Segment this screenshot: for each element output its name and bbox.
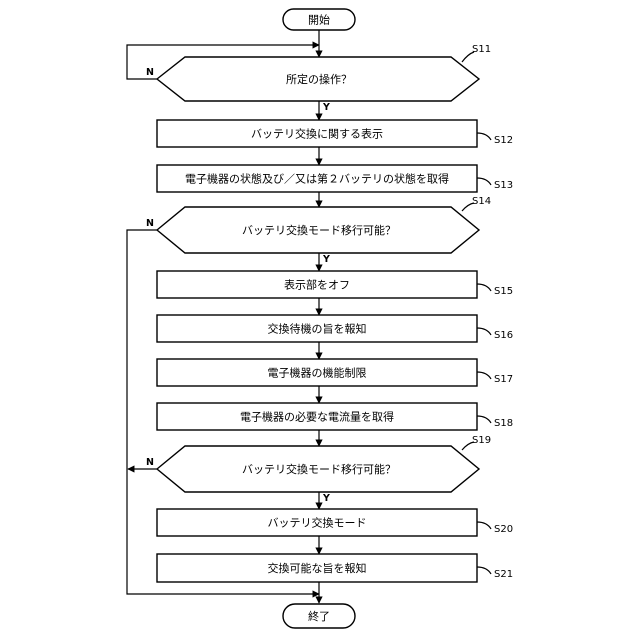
process-s17-label: 電子機器の機能制限 <box>268 366 367 380</box>
decision-s11-label: 所定の操作？ <box>286 72 352 86</box>
s17-leader <box>477 372 491 379</box>
start-label: 開始 <box>308 13 330 27</box>
step-s16: S16 <box>494 330 513 341</box>
step-s21: S21 <box>494 569 513 580</box>
step-s13: S13 <box>494 180 513 191</box>
s20-leader <box>477 522 491 529</box>
process-s17: 電子機器の機能制限 S17 <box>157 359 513 386</box>
process-s20: バッテリ交換モード S20 <box>157 509 513 536</box>
s16-leader <box>477 328 491 335</box>
s18-leader <box>477 416 491 423</box>
decision-s14-label: バッテリ交換モード移行可能？ <box>242 223 396 237</box>
process-s21-label: 交換可能な旨を報知 <box>268 561 367 575</box>
step-s15: S15 <box>494 286 513 297</box>
s19-yes-label: Y <box>322 493 330 504</box>
process-s20-label: バッテリ交換モード <box>268 516 367 530</box>
s19-no-label: N <box>146 457 154 468</box>
process-s16: 交換待機の旨を報知 S16 <box>157 315 513 342</box>
step-s11: S11 <box>472 44 491 55</box>
step-s19: S19 <box>472 435 491 446</box>
process-s18-label: 電子機器の必要な電流量を取得 <box>240 410 394 424</box>
process-s18: 電子機器の必要な電流量を取得 S18 <box>157 403 513 430</box>
process-s16-label: 交換待機の旨を報知 <box>268 322 367 336</box>
s11-no-label: N <box>146 67 154 78</box>
s15-leader <box>477 284 491 291</box>
step-s17: S17 <box>494 374 513 385</box>
step-s14: S14 <box>472 196 491 207</box>
s14-no-label: N <box>146 218 154 229</box>
process-s15-label: 表示部をオフ <box>284 278 350 292</box>
s13-leader <box>477 178 491 185</box>
s12-leader <box>477 133 491 140</box>
start-node: 開始 <box>283 9 355 30</box>
s21-leader <box>477 567 491 574</box>
process-s12: バッテリ交換に関する表示 S12 <box>157 120 513 147</box>
step-s12: S12 <box>494 135 513 146</box>
process-s15: 表示部をオフ S15 <box>157 271 513 298</box>
end-label: 終了 <box>308 609 330 623</box>
s14-yes-label: Y <box>322 254 330 265</box>
process-s13-label: 電子機器の状態及び／又は第２バッテリの状態を取得 <box>185 172 449 186</box>
process-s21: 交換可能な旨を報知 S21 <box>157 554 513 582</box>
process-s12-label: バッテリ交換に関する表示 <box>251 127 383 141</box>
end-node: 終了 <box>283 604 355 628</box>
s11-yes-label: Y <box>322 102 330 113</box>
step-s18: S18 <box>494 418 513 429</box>
decision-s19-label: バッテリ交換モード移行可能？ <box>242 462 396 476</box>
process-s13: 電子機器の状態及び／又は第２バッテリの状態を取得 S13 <box>157 165 513 192</box>
step-s20: S20 <box>494 524 513 535</box>
